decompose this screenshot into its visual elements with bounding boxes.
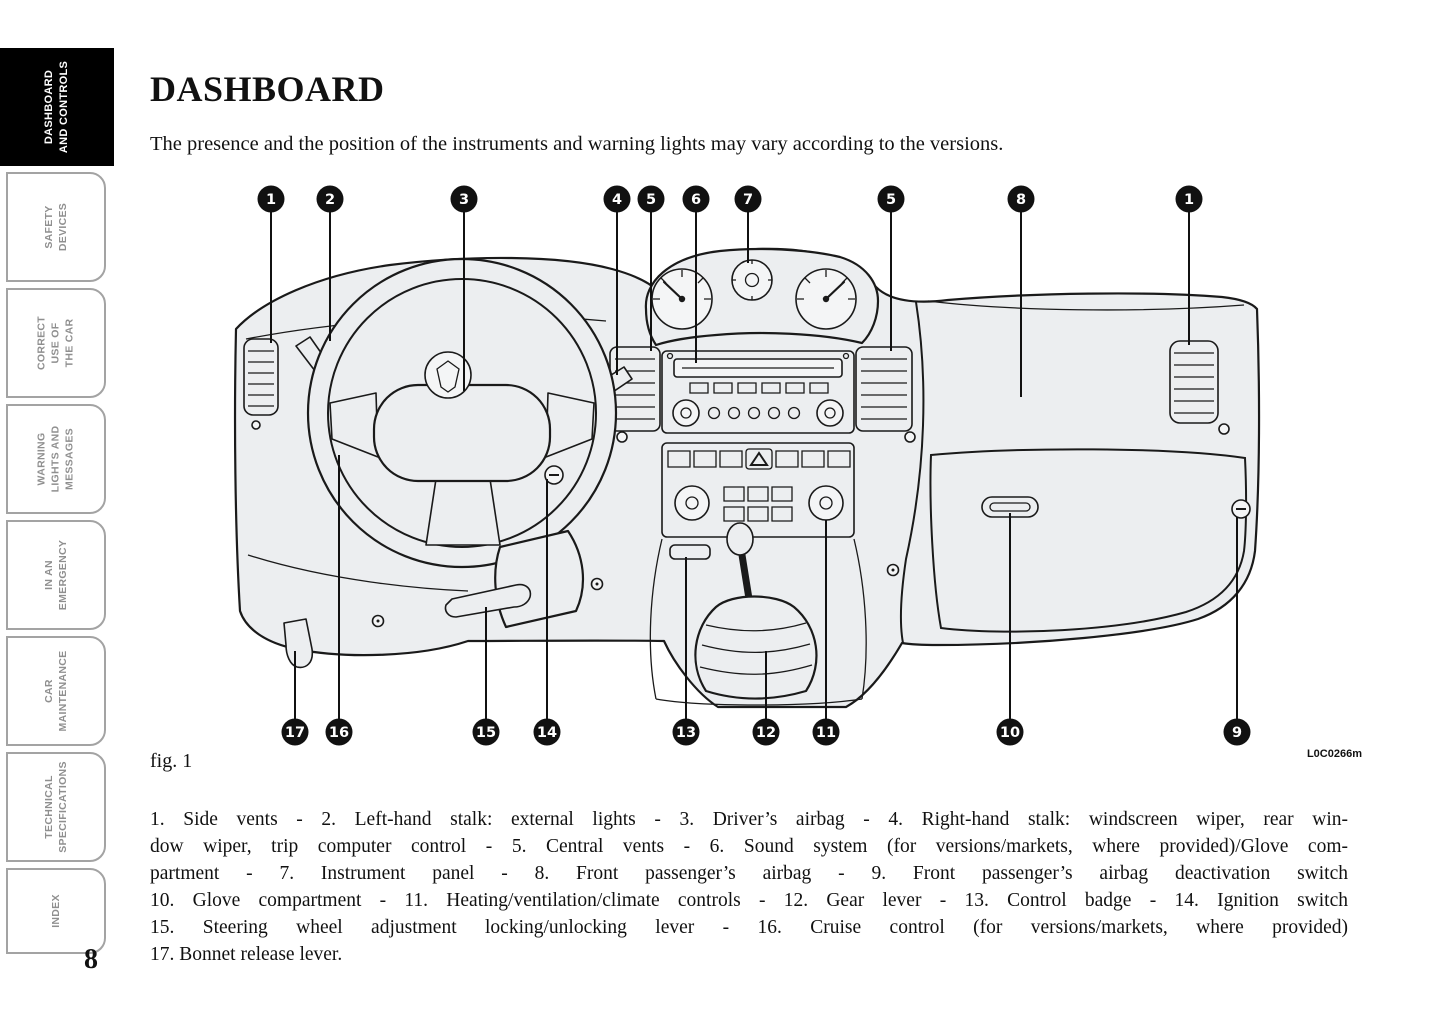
central-vent-right bbox=[855, 346, 913, 432]
svg-text:8: 8 bbox=[1016, 192, 1026, 208]
radio-knob-left bbox=[672, 399, 700, 427]
callout-15: 15 bbox=[472, 607, 500, 746]
svg-text:10: 10 bbox=[1000, 725, 1020, 741]
caption-line: 10. Glove compartment - 11. Heating/vent… bbox=[150, 890, 1348, 911]
callout-7: 7 bbox=[734, 185, 762, 263]
gear-lever bbox=[649, 522, 867, 706]
sidebar-tab-label: CORRECT USE OF THE CAR bbox=[35, 316, 77, 371]
sidebar-tab-car-maintenance: CAR MAINTENANCE bbox=[6, 636, 106, 746]
svg-text:1: 1 bbox=[1184, 192, 1194, 208]
caption-line: 17. Bonnet release lever. bbox=[150, 944, 343, 965]
right-side-vent bbox=[1169, 340, 1230, 435]
caption-line: 1. Side vents - 2. Left-hand stalk: exte… bbox=[150, 809, 1348, 830]
intro-text: The presence and the position of the ins… bbox=[150, 132, 1004, 155]
figure-caption: 1. Side vents - 2. Left-hand stalk: exte… bbox=[150, 806, 1348, 968]
sidebar-tab-in-an-emergency: IN AN EMERGENCY bbox=[6, 520, 106, 630]
svg-text:14: 14 bbox=[537, 725, 557, 741]
airbag-deactivation-switch bbox=[1231, 499, 1251, 519]
callout-10: 10 bbox=[996, 513, 1024, 746]
sidebar: DASHBOARD AND CONTROLS SAFETY DEVICES CORR… bbox=[0, 48, 122, 960]
svg-text:4: 4 bbox=[612, 192, 622, 208]
svg-text:16: 16 bbox=[329, 725, 349, 741]
svg-text:6: 6 bbox=[691, 192, 701, 208]
callout-9: 9 bbox=[1223, 517, 1251, 746]
steering-wheel bbox=[306, 257, 618, 569]
climate-knob-right bbox=[808, 485, 844, 521]
sidebar-tab-label: INDEX bbox=[49, 894, 62, 928]
callout-6: 6 bbox=[682, 185, 710, 363]
console-passenger-seam bbox=[900, 301, 925, 644]
caption-line: partment - 7. Instrument panel - 8. Fron… bbox=[150, 863, 1348, 884]
callout-1: 1 bbox=[257, 185, 285, 343]
svg-text:15: 15 bbox=[476, 725, 496, 741]
sidebar-tab-correct-use-of-the-car: CORRECT USE OF THE CAR bbox=[6, 288, 106, 398]
sound-system bbox=[661, 350, 855, 434]
callout-8: 8 bbox=[1007, 185, 1035, 397]
sidebar-tab-label: IN AN EMERGENCY bbox=[42, 539, 69, 611]
callout-5: 5 bbox=[877, 185, 905, 351]
callout-4: 4 bbox=[603, 185, 631, 375]
sidebar-tab-label: DASHBOARD AND CONTROLS bbox=[43, 60, 70, 154]
svg-text:3: 3 bbox=[459, 192, 469, 208]
hazard-button bbox=[745, 448, 773, 470]
screws bbox=[371, 563, 900, 628]
callout-14: 14 bbox=[533, 479, 561, 746]
steering-column bbox=[444, 465, 585, 629]
wheel-adjust-lever bbox=[444, 583, 532, 618]
svg-text:5: 5 bbox=[886, 192, 896, 208]
svg-text:1: 1 bbox=[266, 192, 276, 208]
radio-knob-right bbox=[816, 399, 844, 427]
gear-boot bbox=[694, 595, 818, 700]
glove-compartment bbox=[929, 448, 1248, 633]
left-side-vent bbox=[243, 338, 279, 430]
svg-text:7: 7 bbox=[743, 192, 753, 208]
climate-controls bbox=[661, 442, 855, 538]
figure-code: L0C0266m bbox=[1306, 748, 1362, 760]
sidebar-tab-label: TECHNICAL SPECIFICATIONS bbox=[42, 761, 69, 853]
callout-16: 16 bbox=[325, 455, 353, 746]
climate-knob-left bbox=[674, 485, 710, 521]
callout-5: 5 bbox=[637, 185, 665, 351]
callout-12: 12 bbox=[752, 651, 780, 746]
svg-text:5: 5 bbox=[646, 192, 656, 208]
control-badge bbox=[669, 544, 711, 560]
bonnet-release-lever bbox=[283, 618, 314, 669]
gear-knob bbox=[726, 522, 754, 556]
center-gauge bbox=[731, 259, 773, 301]
knee-bolster-crease bbox=[247, 554, 469, 592]
callout-1: 1 bbox=[1175, 185, 1203, 345]
caption-line: 15. Steering wheel adjustment locking/un… bbox=[150, 917, 1348, 938]
caption-line: dow wiper, trip computer control - 5. Ce… bbox=[150, 836, 1348, 857]
svg-text:13: 13 bbox=[676, 725, 696, 741]
page-number: 8 bbox=[84, 944, 98, 975]
sidebar-tab-label: CAR MAINTENANCE bbox=[42, 650, 69, 732]
sidebar-tab-label: WARNING LIGHTS AND MESSAGES bbox=[35, 425, 77, 493]
driver-airbag bbox=[372, 383, 552, 483]
sidebar-tab-dashboard-and-controls: DASHBOARD AND CONTROLS bbox=[0, 48, 114, 166]
svg-text:17: 17 bbox=[285, 725, 305, 741]
callout-2: 2 bbox=[316, 185, 344, 341]
svg-text:11: 11 bbox=[816, 725, 836, 741]
figure-label: fig. 1 bbox=[150, 750, 193, 772]
callout-11: 11 bbox=[812, 520, 840, 746]
svg-text:12: 12 bbox=[756, 725, 776, 741]
dashboard-illustration bbox=[233, 247, 1261, 709]
dash-crease-right bbox=[927, 300, 1245, 311]
sidebar-tab-label: SAFETY DEVICES bbox=[42, 202, 69, 252]
page-title: DASHBOARD bbox=[150, 69, 385, 110]
callout-13: 13 bbox=[672, 557, 700, 746]
svg-text:2: 2 bbox=[325, 192, 335, 208]
svg-text:9: 9 bbox=[1232, 725, 1242, 741]
lancia-badge bbox=[424, 351, 472, 399]
sidebar-tab-index: INDEX bbox=[6, 868, 106, 954]
callout-3: 3 bbox=[450, 185, 478, 391]
sidebar-tab-technical-specifications: TECHNICAL SPECIFICATIONS bbox=[6, 752, 106, 862]
sidebar-tab-safety-devices: SAFETY DEVICES bbox=[6, 172, 106, 282]
sidebar-tab-warning-lights-and-messages: WARNING LIGHTS AND MESSAGES bbox=[6, 404, 106, 514]
instrument-panel bbox=[644, 247, 880, 347]
callout-17: 17 bbox=[281, 651, 309, 746]
